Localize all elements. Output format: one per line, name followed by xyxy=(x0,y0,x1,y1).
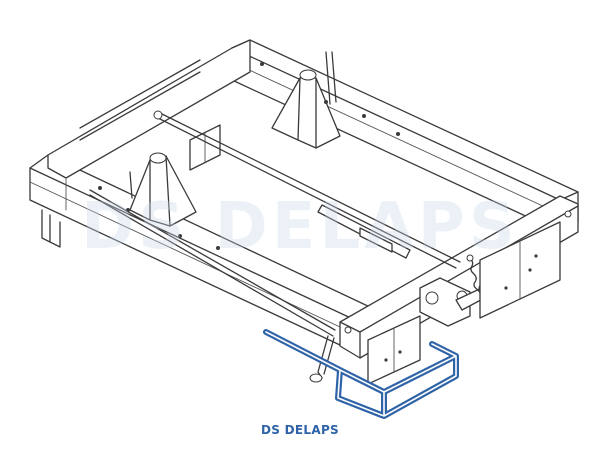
back-rail xyxy=(231,39,579,233)
saddle-bracket-front xyxy=(129,152,197,227)
left-rail xyxy=(29,154,373,353)
saddle-bracket-back xyxy=(271,51,341,149)
front-cross-member xyxy=(339,195,579,359)
support-legs xyxy=(189,124,561,385)
back-cross-member xyxy=(47,39,251,211)
chain xyxy=(466,254,482,299)
highlighted-step-frame xyxy=(263,329,459,419)
handle-lever xyxy=(309,335,335,383)
shafts xyxy=(89,110,461,337)
brand-caption: DS DELAPS xyxy=(260,423,339,437)
rail-bolts xyxy=(98,62,400,250)
